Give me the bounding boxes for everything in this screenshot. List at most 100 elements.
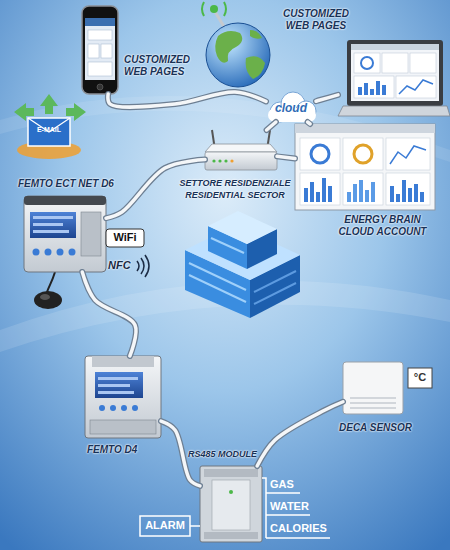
- laptop-tile: [354, 53, 380, 73]
- dashboard-tile: [386, 173, 430, 205]
- laptop-gauge: [361, 57, 373, 69]
- phone-screen-panel: [101, 44, 112, 58]
- device-label: E-MAIL: [28, 126, 70, 134]
- device-label: RESIDENTIAL SECTOR: [175, 190, 295, 200]
- cable-connector: [277, 156, 295, 158]
- laptop-tile: [382, 53, 408, 73]
- module-terminals: [204, 532, 258, 539]
- signal-label: GAS: [270, 478, 310, 491]
- device-button: [69, 249, 76, 256]
- device-node: CUSTOMIZED WEB PAGES: [82, 6, 118, 94]
- device-label: DECA SENSOR: [339, 422, 423, 434]
- device-button: [121, 405, 127, 411]
- signal-label: °C: [408, 371, 432, 384]
- sensor-vents: [350, 398, 396, 408]
- laptop-line-chart: [399, 80, 433, 94]
- dashboard-bars: [390, 180, 424, 202]
- phone-screen-panel: [88, 44, 99, 58]
- router-led: [218, 159, 221, 162]
- laptop-tile: [354, 76, 394, 98]
- device-button: [33, 249, 40, 256]
- cable-outline: [277, 156, 295, 158]
- device-label: CUSTOMIZED WEB PAGES: [124, 54, 198, 77]
- cable-connector: [267, 122, 276, 130]
- building-windows: [211, 238, 244, 253]
- signal-label: WiFi: [106, 231, 144, 244]
- device-screen: [95, 372, 143, 398]
- cable-outline: [108, 92, 266, 107]
- cable-core: [82, 272, 136, 356]
- device-node: SETTORE RESIDENZIALERESIDENTIAL SECTOR: [205, 130, 277, 174]
- device-terminals: [90, 420, 156, 434]
- device-screen: [30, 212, 76, 238]
- laptop-screen-bar: [351, 44, 439, 50]
- cable-outline: [257, 402, 343, 466]
- device-label: FEMTO ECT NET D6: [18, 178, 130, 190]
- email-icon: [14, 94, 86, 159]
- cable-core: [106, 160, 205, 219]
- dashboard-frame: [295, 124, 435, 210]
- internet-globe: [202, 2, 270, 87]
- globe-land: [215, 31, 242, 63]
- module-terminals: [204, 469, 258, 477]
- router: [205, 130, 277, 170]
- cable-outline: [308, 122, 311, 124]
- building-windows: [254, 271, 296, 292]
- device-node: DECA SENSOR: [343, 362, 403, 414]
- phone-body: [82, 6, 118, 94]
- phone-screen-panel: [88, 30, 112, 40]
- router-body: [205, 152, 277, 170]
- meter-device: [85, 356, 161, 438]
- device-node: CUSTOMIZED WEB PAGES: [338, 40, 450, 118]
- dashboard-gauge: [311, 145, 329, 163]
- signal-label: ALARM: [140, 519, 190, 532]
- device-button: [132, 405, 138, 411]
- device-screen-line: [33, 230, 69, 233]
- device-label: FEMTO D4: [87, 444, 167, 456]
- device-label: CUSTOMIZED WEB PAGES: [278, 8, 354, 31]
- meter-device: [24, 196, 106, 309]
- module-front: [212, 480, 250, 530]
- building-roof: [208, 211, 277, 244]
- cable-core: [277, 156, 295, 158]
- module-led: [229, 490, 233, 494]
- device-label: cloud: [266, 102, 316, 116]
- antenna-signal: [202, 2, 226, 16]
- dashboard-tile: [300, 138, 340, 170]
- router-led: [224, 159, 227, 162]
- router-led: [212, 159, 215, 162]
- signal-label: CALORIES: [270, 522, 340, 535]
- device-terminals: [81, 212, 101, 256]
- device-node: FEMTO ECT NET D6: [24, 196, 106, 272]
- email-arrow: [40, 94, 58, 114]
- device-button: [99, 405, 105, 411]
- dashboard-line-chart: [390, 146, 426, 164]
- laptop-base: [338, 106, 450, 116]
- device-screen-line: [98, 391, 134, 394]
- connector-layer: [82, 92, 343, 486]
- residential-building: [185, 211, 300, 318]
- wifi-badge: [106, 229, 144, 247]
- cable-core: [257, 402, 343, 466]
- phone-screen-bar: [85, 18, 115, 26]
- building-windows: [254, 283, 296, 304]
- cable-outline: [82, 272, 136, 356]
- device-screen-line: [33, 223, 63, 226]
- device-node: ENERGY BRAIN CLOUD ACCOUNT: [295, 124, 435, 210]
- globe: [206, 23, 270, 87]
- device-label: ENERGY BRAIN CLOUD ACCOUNT: [335, 214, 430, 237]
- buzzer-highlight: [40, 294, 50, 300]
- temperature-sensor: [343, 362, 403, 414]
- globe-land: [246, 56, 265, 79]
- device-top-strip: [24, 196, 106, 205]
- dashboard-bars: [347, 180, 375, 202]
- dashboard-tile: [386, 138, 430, 170]
- device-body: [85, 356, 161, 438]
- phone-screen-panel: [88, 62, 112, 76]
- nfc-waves: [137, 255, 149, 277]
- device-node: RS485 MODULE: [200, 466, 262, 542]
- alarm-box: [140, 516, 190, 536]
